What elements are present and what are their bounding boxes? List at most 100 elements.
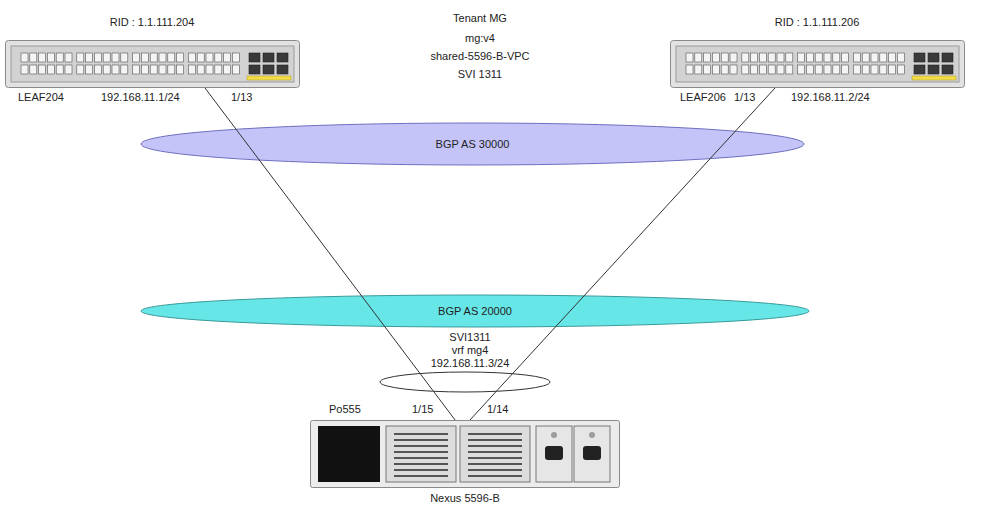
port <box>786 65 793 74</box>
port <box>56 53 63 62</box>
port <box>224 65 231 74</box>
port <box>159 65 166 74</box>
port <box>188 53 195 62</box>
node-title: RID : 1.1.111.204 <box>110 16 195 29</box>
port <box>47 65 54 74</box>
port <box>215 53 222 62</box>
port <box>704 53 711 62</box>
text-label: SVI1311 <box>448 331 491 344</box>
uplink-port <box>277 65 288 74</box>
port <box>150 65 157 74</box>
port <box>86 53 93 62</box>
port <box>871 65 878 74</box>
port <box>206 65 213 74</box>
port <box>215 65 222 74</box>
bgp-as-ellipse: BGP AS 30000 <box>140 122 805 166</box>
port <box>121 53 128 62</box>
port <box>77 53 84 62</box>
port <box>686 65 693 74</box>
port <box>777 65 784 74</box>
port <box>206 53 213 62</box>
port <box>188 65 195 74</box>
leaf-switch: RID : 1.1.111.204LEAF204 <box>5 40 300 88</box>
chassis <box>6 41 300 88</box>
node-label: LEAF204 <box>18 91 64 104</box>
port <box>730 53 737 62</box>
port <box>197 65 204 74</box>
port <box>889 53 896 62</box>
port <box>224 53 231 62</box>
port <box>141 65 148 74</box>
port <box>21 53 28 62</box>
port <box>880 65 887 74</box>
port <box>880 53 887 62</box>
uplink-port <box>928 65 939 74</box>
port <box>842 65 849 74</box>
uplink-port <box>263 53 274 62</box>
text-label: 192.168.11.3/24 <box>430 357 511 370</box>
power-supply <box>536 426 572 482</box>
port <box>77 65 84 74</box>
port <box>197 53 204 62</box>
chassis <box>311 421 620 488</box>
port <box>751 65 758 74</box>
port <box>103 65 110 74</box>
text-label: 192.168.11.2/24 <box>790 91 871 104</box>
port <box>133 53 140 62</box>
node-title: RID : 1.1.111.206 <box>775 16 860 29</box>
port <box>47 53 54 62</box>
node-title: Nexus 5596-B <box>430 492 500 505</box>
port <box>751 53 758 62</box>
port <box>862 53 869 62</box>
port <box>889 65 896 74</box>
port <box>30 53 37 62</box>
blank-module <box>318 426 380 482</box>
uplink-port <box>263 65 274 74</box>
port <box>168 65 175 74</box>
port <box>862 65 869 74</box>
nexus-switch: Nexus 5596-B <box>310 420 620 488</box>
port <box>815 65 822 74</box>
uplink-port <box>249 53 260 62</box>
port <box>39 65 46 74</box>
chassis-drawing <box>310 420 620 488</box>
port-channel-ellipse <box>380 372 550 392</box>
port <box>159 53 166 62</box>
port <box>798 53 805 62</box>
port <box>141 53 148 62</box>
port <box>768 53 775 62</box>
port <box>786 53 793 62</box>
port <box>759 65 766 74</box>
port <box>842 53 849 62</box>
port <box>103 53 110 62</box>
port <box>806 53 813 62</box>
leaf-switch: RID : 1.1.111.206LEAF206 <box>670 40 965 88</box>
text-label: shared-5596-B-VPC <box>429 50 530 63</box>
fan-module <box>460 426 530 482</box>
port <box>824 53 831 62</box>
port <box>730 65 737 74</box>
port <box>759 53 766 62</box>
port <box>133 65 140 74</box>
port <box>30 65 37 74</box>
face-plate <box>676 46 959 82</box>
port <box>853 53 860 62</box>
port <box>853 65 860 74</box>
text-label: 192.168.11.1/24 <box>100 91 181 104</box>
port <box>112 53 119 62</box>
port <box>798 65 805 74</box>
text-label: Tenant MG <box>452 12 508 25</box>
port <box>695 53 702 62</box>
port <box>806 65 813 74</box>
port <box>86 65 93 74</box>
port <box>232 53 239 62</box>
fan-module <box>386 426 456 482</box>
port <box>777 53 784 62</box>
port <box>768 65 775 74</box>
port <box>742 65 749 74</box>
port <box>871 53 878 62</box>
port <box>721 53 728 62</box>
node-label: LEAF206 <box>680 91 726 104</box>
text-label: 1/13 <box>230 91 253 104</box>
